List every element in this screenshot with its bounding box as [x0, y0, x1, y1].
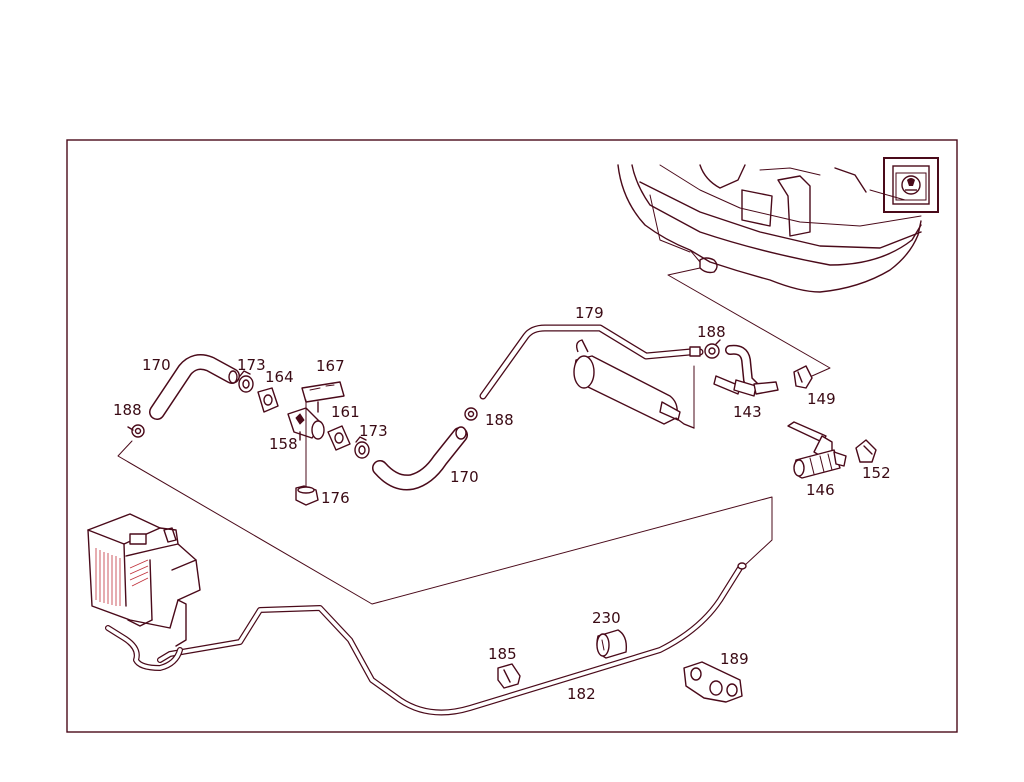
label-176: 176	[321, 489, 350, 507]
part-188-clamp-left	[127, 424, 145, 438]
part-158-valve	[287, 407, 325, 441]
fuel-filter	[573, 339, 695, 429]
part-188-clamp-center	[464, 407, 478, 421]
label-182: 182	[567, 685, 596, 703]
part-179-fuel-line	[479, 324, 704, 400]
leader-tank	[667, 267, 831, 377]
label-173-upper: 173	[237, 356, 266, 374]
part-173-clamp-lower	[354, 436, 370, 459]
label-170-lower: 170	[450, 468, 479, 486]
part-152-clip	[855, 439, 877, 463]
part-167-bracket	[301, 381, 345, 413]
label-143: 143	[733, 403, 762, 421]
label-164: 164	[265, 368, 294, 386]
label-161: 161	[331, 403, 360, 421]
label-188-center: 188	[485, 411, 514, 429]
label-189: 189	[720, 650, 749, 668]
part-185-clip	[497, 663, 521, 689]
charcoal-canister	[87, 513, 201, 671]
label-149: 149	[807, 390, 836, 408]
label-170-upper: 170	[142, 356, 171, 374]
vehicle-location-icon	[883, 157, 939, 213]
part-189-holder	[683, 661, 743, 703]
label-230: 230	[592, 609, 621, 627]
part-164-gasket	[257, 387, 279, 413]
part-146-connector	[787, 421, 847, 479]
part-170-hose-lower	[372, 426, 468, 491]
label-173-lower: 173	[359, 422, 388, 440]
part-188-clamp-right	[704, 339, 721, 359]
part-170-hose-upper	[149, 354, 240, 420]
assembly-outline	[117, 440, 773, 605]
diagram-frame	[66, 139, 958, 733]
label-167: 167	[316, 357, 345, 375]
part-149-clip	[793, 365, 813, 389]
part-230-damper	[596, 629, 628, 659]
part-173-clamp-upper	[238, 370, 254, 393]
label-185: 185	[488, 645, 517, 663]
part-161-gasket	[327, 425, 351, 451]
label-152: 152	[862, 464, 891, 482]
part-182-fuel-line-main	[157, 562, 747, 716]
part-176-grommet	[295, 485, 319, 506]
label-188-left: 188	[113, 401, 142, 419]
label-146: 146	[806, 481, 835, 499]
label-179: 179	[575, 304, 604, 322]
fuel-tank	[617, 164, 922, 293]
part-143-hose-connector	[713, 344, 779, 397]
label-188-right: 188	[697, 323, 726, 341]
label-158: 158	[269, 435, 298, 453]
